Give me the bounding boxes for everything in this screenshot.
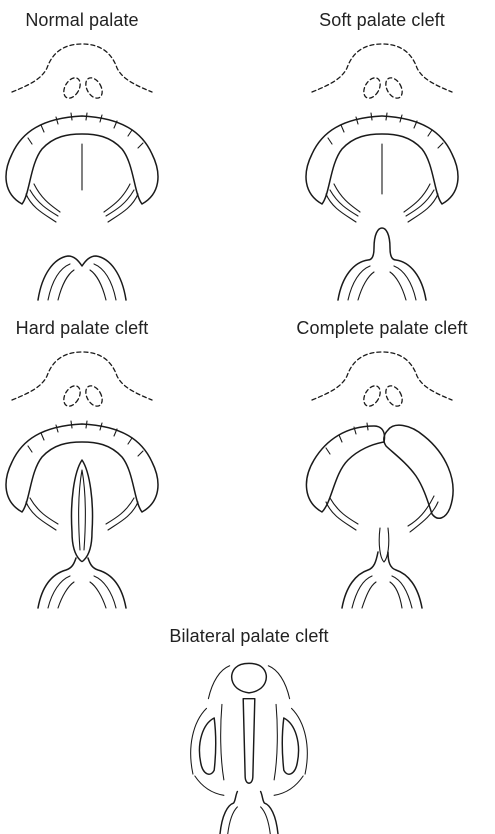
hard-palate-cleft-drawing [0,352,182,608]
complete-palate-cleft-drawing [282,352,482,608]
caption-soft-palate-cleft: Soft palate cleft [282,10,482,31]
caption-bilateral-palate-cleft: Bilateral palate cleft [149,626,349,647]
panel-soft-palate-cleft: Soft palate cleft [282,10,482,300]
caption-normal-palate: Normal palate [0,10,182,31]
panel-normal-palate: Normal palate [0,10,182,300]
caption-complete-palate-cleft: Complete palate cleft [282,318,482,339]
panel-complete-palate-cleft: Complete palate cleft [282,318,482,608]
normal-palate-drawing [0,44,182,300]
soft-palate-cleft-drawing [282,44,482,300]
caption-hard-palate-cleft: Hard palate cleft [0,318,182,339]
panel-bilateral-palate-cleft: Bilateral palate cleft [149,626,349,834]
bilateral-palate-cleft-drawing [149,660,349,834]
panel-hard-palate-cleft: Hard palate cleft [0,318,182,608]
